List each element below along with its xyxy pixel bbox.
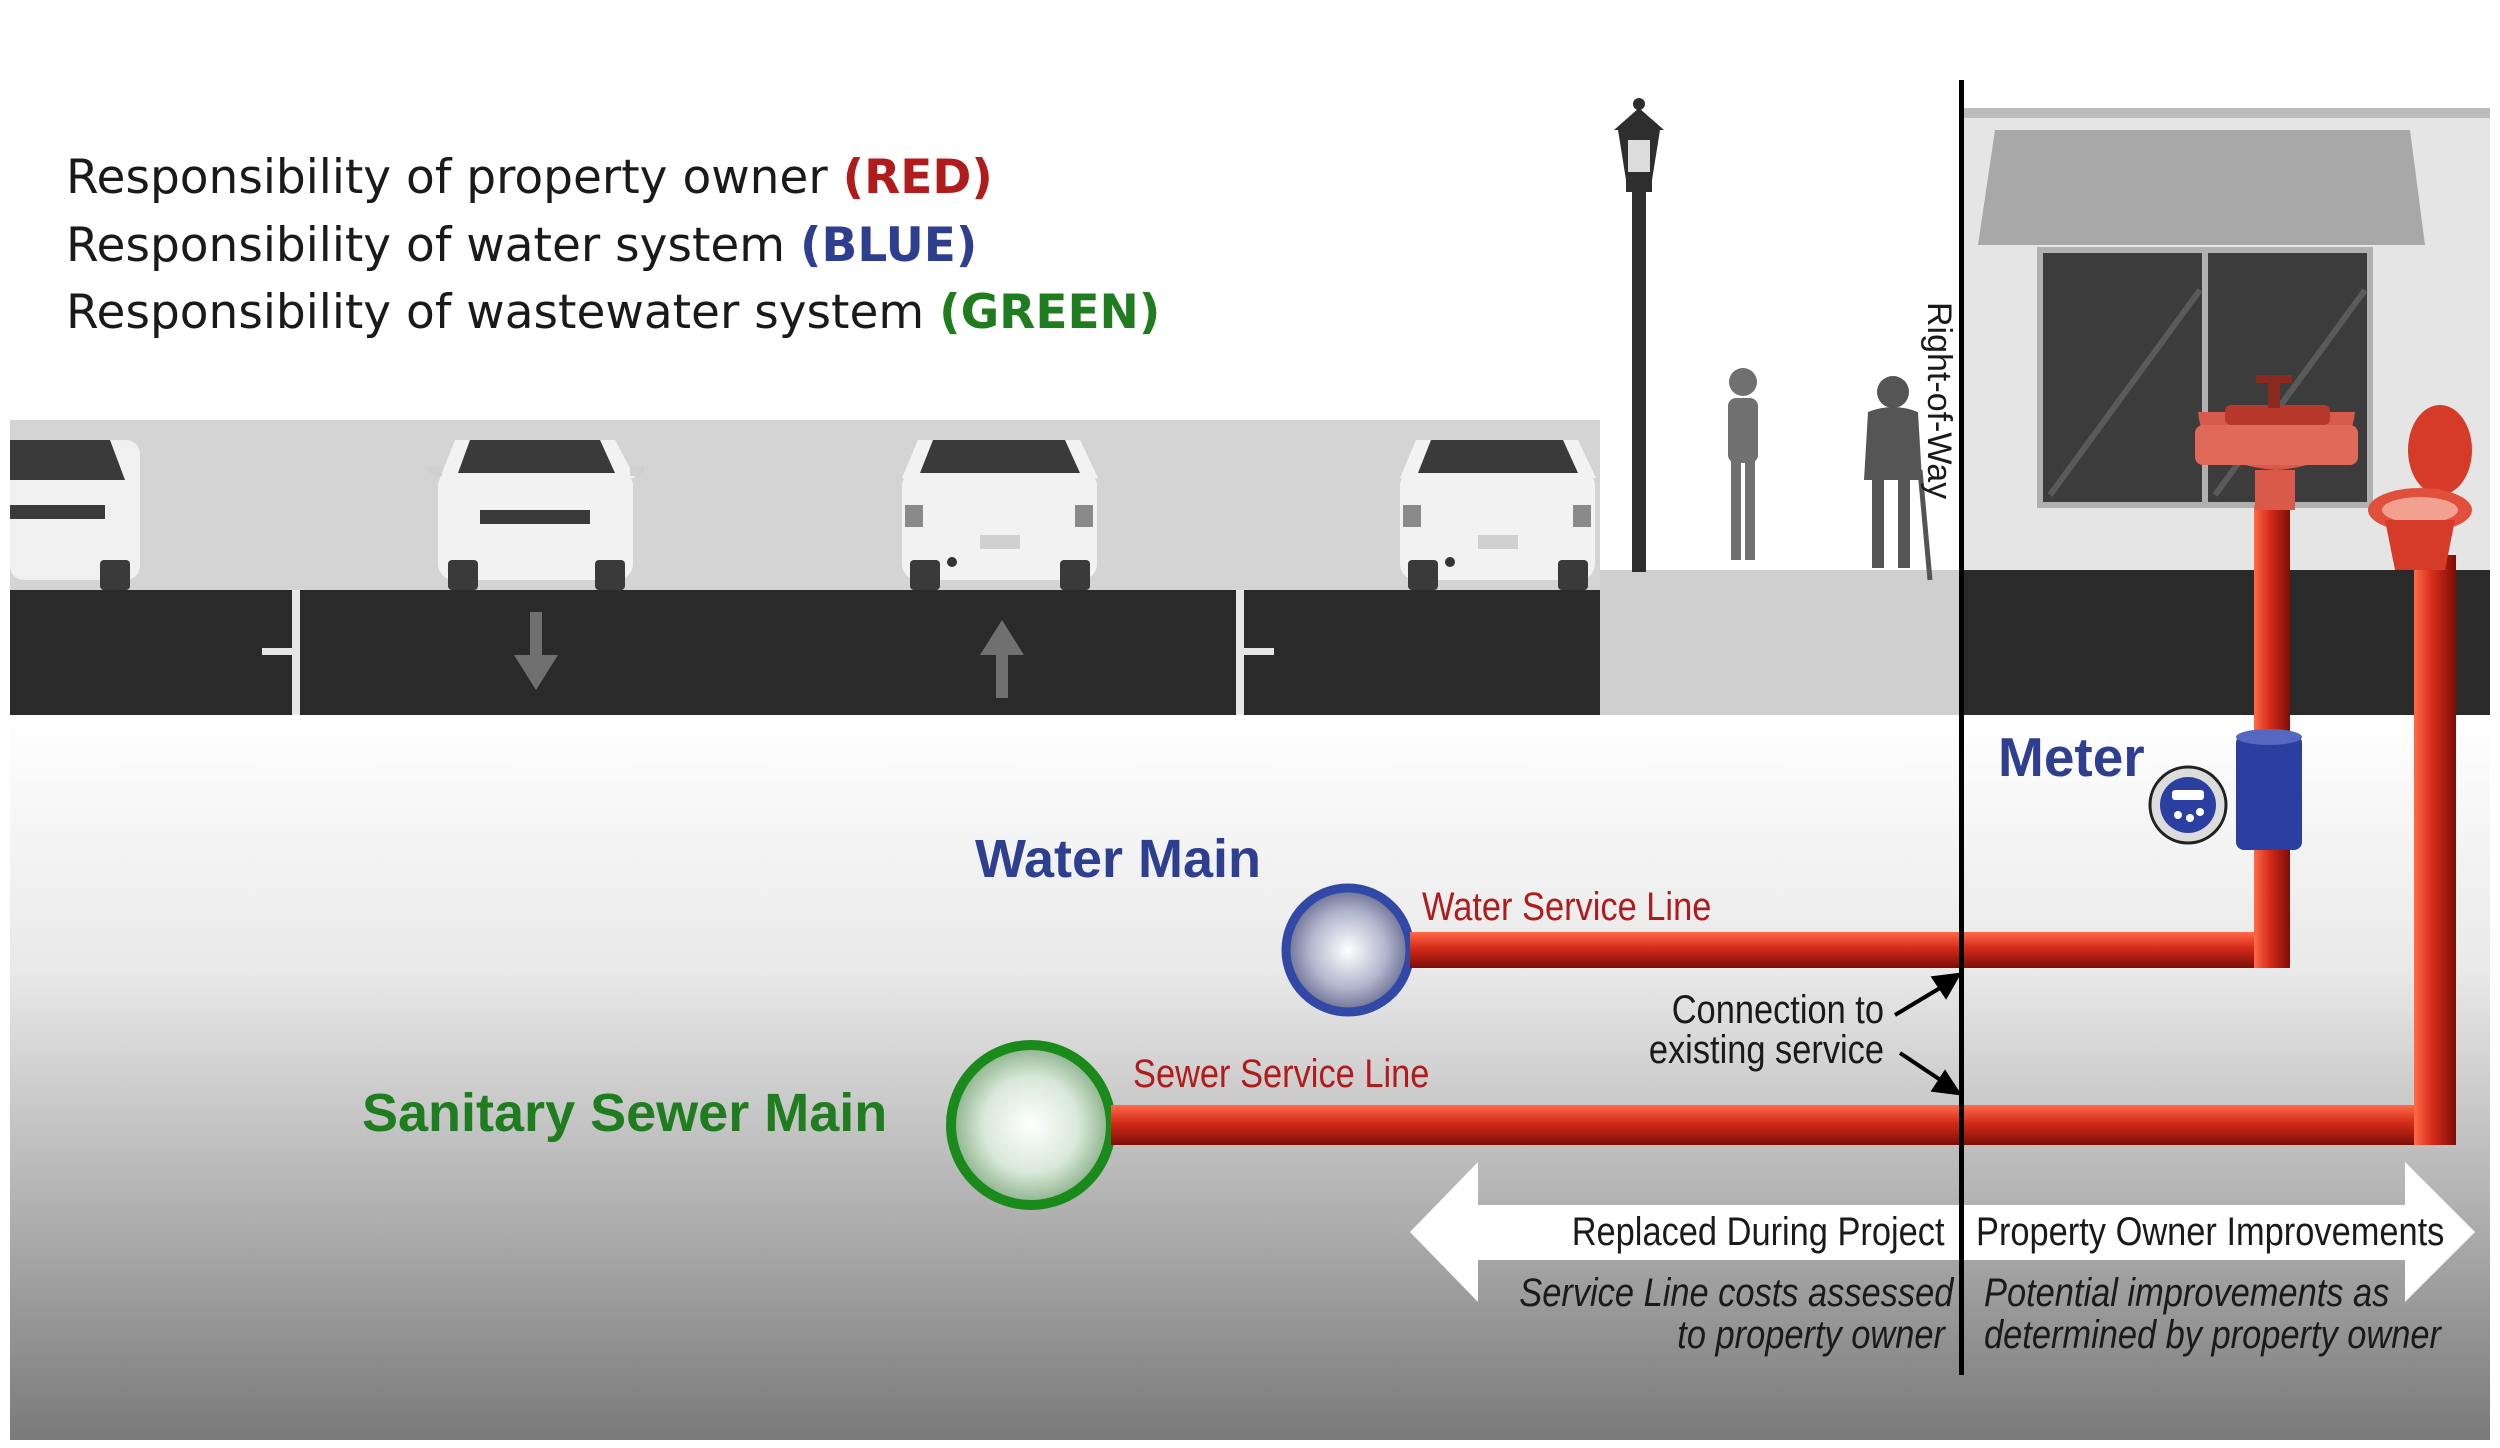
road [10,590,1600,715]
owner-improvements-label: Property Owner Improvements [1976,1210,2456,1255]
legend-wastewater-tag: (GREEN) [939,285,1161,340]
legend-water-tag: (BLUE) [800,218,978,273]
arrow-up-icon [980,620,1024,698]
owner-note-line1: Potential improvements as [1984,1271,2390,1315]
connection-label-line2: existing service [1648,1028,1884,1072]
pedestrian-icon [1728,368,1758,560]
lane-divider [292,590,300,715]
replaced-note: Service Line costs assessed to property … [1450,1271,1954,1357]
replaced-note-line2: to property owner [1677,1313,1945,1357]
replaced-label: Replaced During Project [1500,1210,1945,1255]
lane-marker [1244,648,1274,655]
replaced-label-text: Replaced During Project [1572,1210,1945,1254]
car-icon [902,440,1098,590]
lane-divider [1236,590,1244,715]
pedestrian-icon [1864,376,1933,581]
water-meter-icon [2148,729,2302,850]
car-icon [428,440,644,590]
car-icon [1400,440,1596,590]
legend-wastewater-text: Responsibility of wastewater system [66,285,940,340]
connection-label-line1: Connection to [1671,988,1884,1032]
responsibility-arrow [1410,1162,2475,1302]
legend-owner-text: Responsibility of property owner [66,150,843,205]
legend-water-text: Responsibility of water system [66,218,801,273]
owner-improvements-label-text: Property Owner Improvements [1976,1210,2445,1254]
awning [1978,130,2425,245]
underground-area [10,715,2490,1440]
sidewalk [1600,570,1960,715]
legend-owner-tag: (RED) [842,150,993,205]
right-of-way-line [1959,80,1964,1375]
roof-edge [1962,108,2490,118]
property-ground [1962,570,2490,715]
toilet-icon [2368,405,2472,570]
legend-owner: Responsibility of property owner (RED) [66,150,993,205]
arrow-down-icon [514,612,558,690]
right-of-way-label: Right-of-Way [1920,302,1958,500]
car-icon [10,440,140,590]
water-service-line-label: Water Service Line [1422,885,1712,929]
connection-arrow [1893,972,1963,1096]
water-service-pipe [1410,932,2290,968]
owner-note-line2: determined by property owner [1984,1313,2441,1357]
sewer-service-pipe [1111,1105,2456,1145]
legend-water: Responsibility of water system (BLUE) [66,218,977,273]
replaced-note-line1: Service Line costs assessed [1519,1271,1954,1315]
water-main-icon [1281,883,1415,1017]
sewer-service-line-label: Sewer Service Line [1133,1052,1430,1096]
meter-label: Meter [1998,726,2145,788]
street-lamp-icon [1614,98,1664,572]
sewer-main-label: Sanitary Sewer Main [362,1083,888,1143]
sink-icon [2195,375,2358,510]
sewer-main-icon [946,1040,1116,1210]
water-main-label: Water Main [975,829,1262,889]
street-background [10,420,1600,590]
owner-note: Potential improvements as determined by … [1984,1272,2484,1356]
sewer-riser-pipe [2414,555,2456,1145]
connection-label: Connection to existing service [1610,990,1884,1070]
legend-wastewater: Responsibility of wastewater system (GRE… [66,285,1160,340]
lane-marker [262,648,292,655]
